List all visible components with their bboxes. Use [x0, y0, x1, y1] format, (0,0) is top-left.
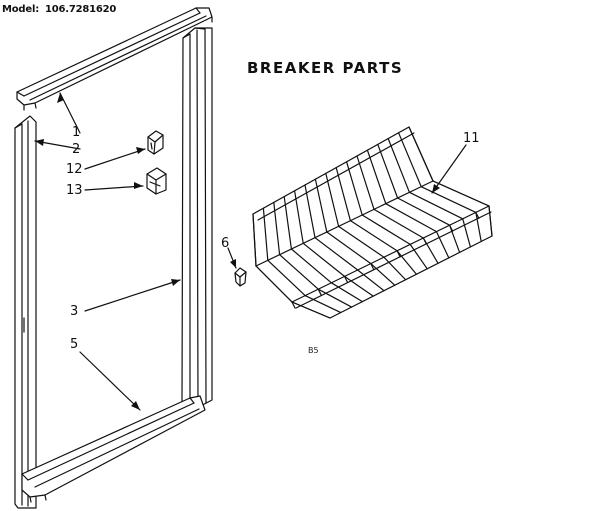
callout-2: 2	[72, 142, 81, 157]
model-header: Model: 106.7281620	[2, 4, 116, 15]
shelf-wire	[370, 263, 375, 271]
shelf-wire	[420, 186, 477, 213]
shelf-wire	[255, 180, 434, 267]
shelf-wire	[291, 301, 296, 309]
shelf-wire	[432, 180, 490, 207]
shelf-wire	[304, 295, 342, 314]
diagram-code: B5	[308, 346, 319, 355]
shelf-wire	[422, 237, 427, 245]
shelf-wire	[475, 211, 480, 219]
shelf-wire	[314, 237, 359, 271]
shelf-wire	[343, 275, 349, 283]
shelf-wire	[302, 242, 346, 277]
shelf-wire	[387, 138, 410, 193]
shelf-wire	[356, 155, 375, 210]
shelf-wire	[475, 211, 482, 243]
leader-line-13	[84, 185, 144, 191]
shelf-wire	[290, 248, 332, 284]
wire-shelf	[252, 126, 493, 319]
shelf-wire	[398, 132, 422, 188]
top-breaker-strip	[16, 7, 213, 111]
shelf-wire	[396, 250, 401, 258]
shelf-wire	[262, 207, 269, 261]
shelf-wire	[255, 265, 293, 303]
shelf-wire	[325, 172, 340, 227]
shelf-wire	[338, 225, 385, 258]
shelf-wire	[488, 205, 493, 237]
callout-6: 6	[221, 236, 230, 251]
shelf-wire	[257, 132, 415, 221]
model-label: Model:	[2, 4, 39, 15]
shelf-wire	[267, 259, 306, 297]
shelf-wire	[317, 288, 353, 308]
right-breaker-strip	[181, 27, 213, 411]
shelf-wire	[373, 208, 424, 239]
shelf-wire	[273, 201, 281, 256]
leader-line-5	[79, 351, 141, 411]
callout-13: 13	[66, 183, 83, 198]
shelf-wire	[291, 205, 490, 303]
shelf-wire	[304, 184, 316, 239]
shelf-wire	[294, 190, 304, 244]
shelf-wire	[361, 214, 411, 245]
shelf-wire	[295, 211, 492, 309]
model-number: 106.7281620	[45, 4, 117, 15]
shelf-wire	[383, 256, 407, 281]
shelf-wire	[346, 161, 363, 216]
callout-12: 12	[66, 162, 83, 177]
shelf-wire	[435, 231, 450, 259]
leader-line-3	[84, 279, 181, 312]
shelf-wire	[279, 254, 319, 290]
callout-11: 11	[463, 131, 480, 146]
shelf-wire	[396, 250, 417, 275]
left-breaker-strip	[14, 115, 37, 509]
shelf-wire	[314, 178, 328, 233]
bracket-part	[146, 167, 167, 195]
shelf-wire	[349, 220, 398, 252]
shelf-wire	[357, 269, 385, 292]
shelf-wire	[329, 235, 493, 319]
shelf-wire	[449, 224, 454, 232]
shelf-wire	[409, 243, 428, 270]
shelf-wire	[283, 196, 292, 250]
shelf-wire	[326, 231, 372, 265]
shelf-wire	[377, 143, 399, 199]
screw-part	[234, 267, 247, 287]
callout-3: 3	[70, 304, 79, 319]
shelf-wire	[366, 149, 387, 205]
shelf-wire	[385, 203, 438, 233]
shelf-wire	[335, 167, 351, 222]
bottom-breaker-strip	[21, 395, 206, 503]
shelf-wire	[317, 288, 322, 296]
shelf-wire	[330, 282, 363, 303]
shelf-wire	[291, 301, 331, 319]
shelf-wire	[408, 126, 434, 182]
shelf-wire	[462, 218, 471, 248]
shelf-wire	[252, 126, 410, 215]
clip-part	[147, 130, 164, 155]
leader-line-11	[431, 144, 467, 194]
callout-5: 5	[70, 337, 79, 352]
diagram-title: BREAKER PARTS	[247, 59, 404, 77]
leader-line-12	[84, 148, 146, 170]
shelf-wire	[370, 263, 396, 286]
callout-1: 1	[72, 125, 81, 140]
shelf-wire	[343, 275, 374, 297]
shelf-wire	[252, 213, 257, 267]
leader-lines	[34, 92, 467, 411]
shelf-wire	[397, 197, 451, 226]
shelf-wire	[408, 191, 464, 220]
